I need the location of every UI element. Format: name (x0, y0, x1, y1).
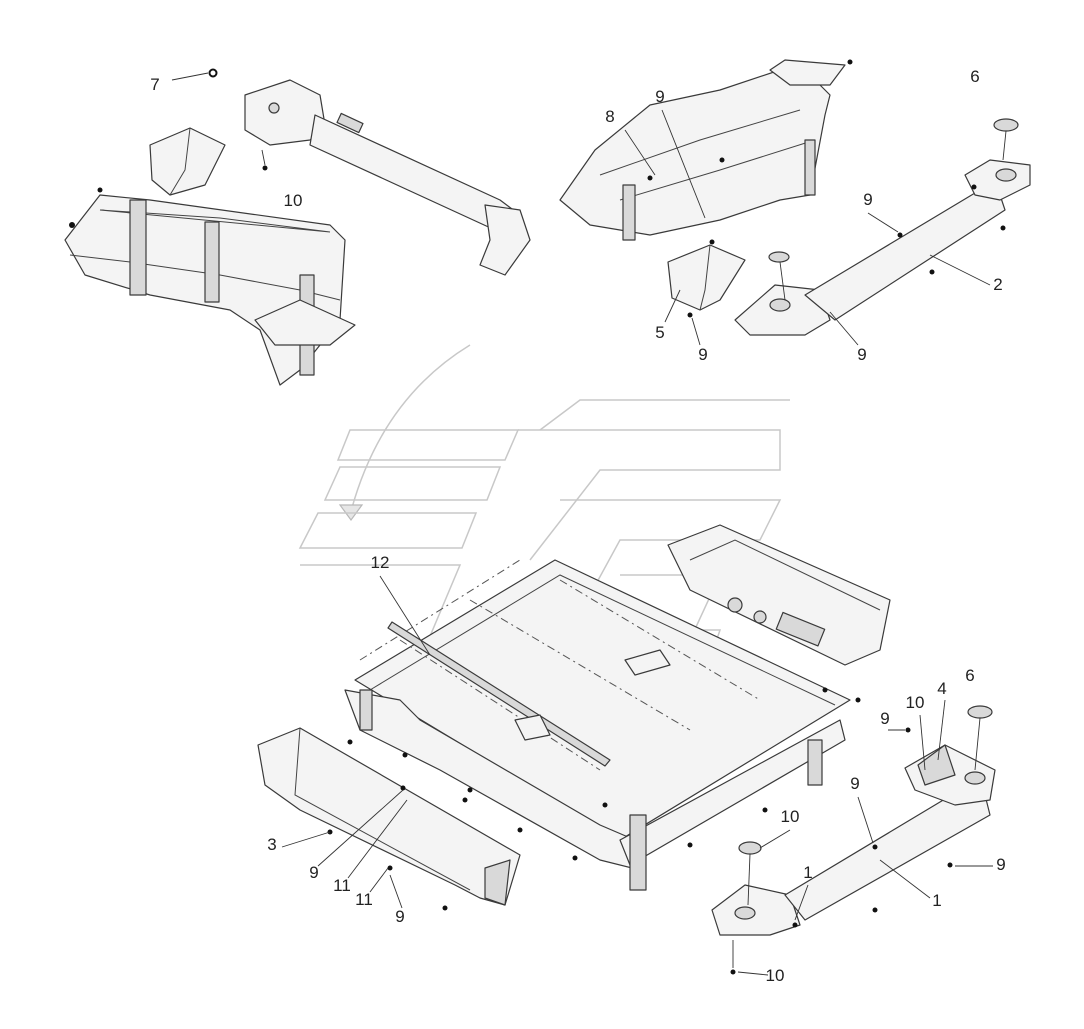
main-floor-frame (344, 559, 861, 891)
callout-number-c9d: 9 (857, 345, 866, 364)
watermark-swoosh (349, 344, 471, 516)
part-2-right-beam (734, 118, 1031, 336)
callout-number-c10b: 10 (906, 693, 925, 712)
frame-rail-top (99, 209, 331, 233)
lower-beam-end (711, 884, 801, 936)
callout-number-c3: 3 (267, 835, 276, 854)
tub-body (667, 524, 891, 666)
callout-number-c10a: 10 (284, 191, 303, 210)
callout-number-c8: 8 (605, 107, 614, 126)
watermark-stroke-3 (559, 499, 782, 651)
part-1-lower-beam (711, 705, 996, 975)
callout-number-c9h: 9 (996, 855, 1005, 874)
callout-number-c9a: 9 (655, 87, 664, 106)
callout-number-c11b: 11 (355, 890, 373, 909)
watermark-bar-2 (323, 466, 502, 501)
callout-number-c10d: 10 (766, 966, 785, 985)
callout-number-c12: 12 (371, 553, 390, 572)
callout-number-c1b: 1 (932, 891, 941, 910)
watermark-bar-3 (298, 512, 478, 549)
callout-number-c10c: 10 (781, 807, 800, 826)
seat-tub (667, 524, 891, 666)
leader-lines (281, 109, 993, 976)
callout-number-c11a: 11 (333, 876, 351, 895)
callout-number-c9c: 9 (698, 345, 707, 364)
callout-number-c1a: 1 (803, 863, 812, 882)
floor-right-rail (619, 719, 846, 866)
callout-number-c9b: 9 (863, 190, 872, 209)
frame-post-1 (129, 199, 147, 296)
beam-end-right (479, 204, 531, 276)
callout-number-c6a: 6 (970, 67, 979, 86)
frame-bracket (254, 299, 356, 346)
callout-number-c6b: 6 (965, 666, 974, 685)
top-left-frame (64, 187, 356, 386)
part-6-cap-top (993, 118, 1019, 132)
callout-number-c2: 2 (993, 275, 1002, 294)
cap-mid (768, 251, 790, 263)
callout-number-c9g: 9 (309, 863, 318, 882)
right-frame-post-1 (622, 184, 636, 241)
bolt-10a (262, 165, 268, 171)
cover-plate-left (149, 127, 226, 196)
callout-number-c9e: 9 (880, 709, 889, 728)
part-6-cap-bottom (967, 705, 993, 719)
part-3-bumper (257, 727, 521, 911)
callout-number-c5: 5 (655, 323, 664, 342)
part-5-right (667, 239, 746, 318)
callout-number-c7: 7 (150, 75, 159, 94)
watermark-stroke-2 (539, 399, 790, 431)
floor-leg-front (629, 814, 647, 891)
right-frame-bracket (769, 59, 846, 86)
part-2-left-beam (171, 68, 531, 276)
callout-number-c9i: 9 (395, 907, 404, 926)
part-10-cap (738, 841, 762, 855)
bumper-body (257, 727, 521, 906)
frame-post-2 (204, 221, 220, 303)
lower-beam-body (784, 789, 991, 921)
top-right-frame (559, 59, 853, 241)
part-4-plate (917, 744, 956, 786)
callout-number-c9f: 9 (850, 774, 859, 793)
beam-end-upper (964, 159, 1031, 201)
callout-number-c4: 4 (937, 679, 946, 698)
frame-section-right (559, 69, 831, 236)
part-7-ring (208, 68, 218, 78)
floor-leg-right (807, 739, 823, 786)
watermark-bar-1 (336, 429, 520, 461)
part-5-left (149, 127, 226, 196)
beam-body-right (804, 189, 1006, 321)
